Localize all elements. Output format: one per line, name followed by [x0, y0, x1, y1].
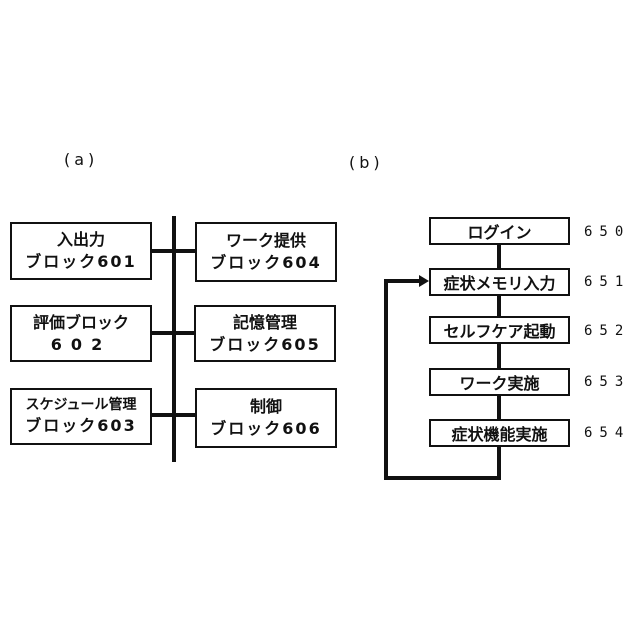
- step-box-653-work-execution: ワーク実施: [429, 368, 570, 396]
- block-601-line1: 入出力: [56, 230, 105, 250]
- block-606-control: 制御 ブロック606: [195, 388, 337, 448]
- block-602-line2: 602: [50, 334, 112, 354]
- step-650-label: ログイン: [467, 223, 532, 242]
- block-605-line2: ブロック605: [209, 334, 321, 354]
- loop-segment-down: [497, 447, 501, 480]
- step-box-654-symptom-function-execution: 症状機能実施: [429, 419, 570, 447]
- block-603-line2: ブロック603: [25, 416, 137, 436]
- step-box-651-symptom-memory-input: 症状メモリ入力: [429, 268, 570, 296]
- block-606-line1: 制御: [249, 397, 282, 417]
- ref-number-652: 652: [584, 323, 631, 339]
- ref-number-650: 650: [584, 224, 631, 240]
- loop-segment-left: [384, 279, 388, 480]
- flow-connector-650-651: [497, 245, 501, 268]
- connector-row-2: [152, 331, 195, 335]
- step-654-label: 症状機能実施: [451, 425, 548, 444]
- loop-segment-top: [386, 279, 420, 283]
- block-602-line1: 評価ブロック: [32, 312, 129, 332]
- step-box-650-login: ログイン: [429, 217, 570, 245]
- loop-segment-bottom: [384, 476, 501, 480]
- step-652-label: セルフケア起動: [443, 322, 556, 341]
- block-603-line1: スケジュール管理: [25, 397, 137, 414]
- step-653-label: ワーク実施: [459, 374, 540, 393]
- block-602-evaluation: 評価ブロック 602: [10, 305, 152, 362]
- flow-connector-652-653: [497, 344, 501, 368]
- panel-b-caption: (b): [349, 153, 384, 172]
- block-605-memory-management: 記憶管理 ブロック605: [194, 305, 336, 362]
- block-603-schedule-management: スケジュール管理 ブロック603: [10, 388, 152, 445]
- panel-a-caption: (a): [64, 150, 99, 169]
- connector-row-1: [152, 249, 195, 253]
- step-box-652-selfcare-launch: セルフケア起動: [429, 316, 570, 344]
- bus-line: [172, 216, 176, 462]
- block-604-line1: ワーク提供: [225, 231, 306, 251]
- connector-row-3: [152, 413, 195, 417]
- flow-connector-653-654: [497, 396, 501, 419]
- ref-number-654: 654: [584, 425, 631, 441]
- step-651-label: 症状メモリ入力: [443, 274, 556, 293]
- block-604-work-provision: ワーク提供 ブロック604: [195, 222, 337, 282]
- block-605-line1: 記憶管理: [232, 312, 297, 332]
- block-601-input-output: 入出力 ブロック601: [10, 222, 152, 280]
- ref-number-651: 651: [584, 274, 631, 290]
- loop-arrowhead-icon: [419, 275, 429, 287]
- block-601-line2: ブロック601: [25, 252, 137, 271]
- flow-connector-651-652: [497, 296, 501, 316]
- block-606-line2: ブロック606: [210, 419, 322, 438]
- ref-number-653: 653: [584, 374, 631, 390]
- block-604-line2: ブロック604: [210, 253, 322, 272]
